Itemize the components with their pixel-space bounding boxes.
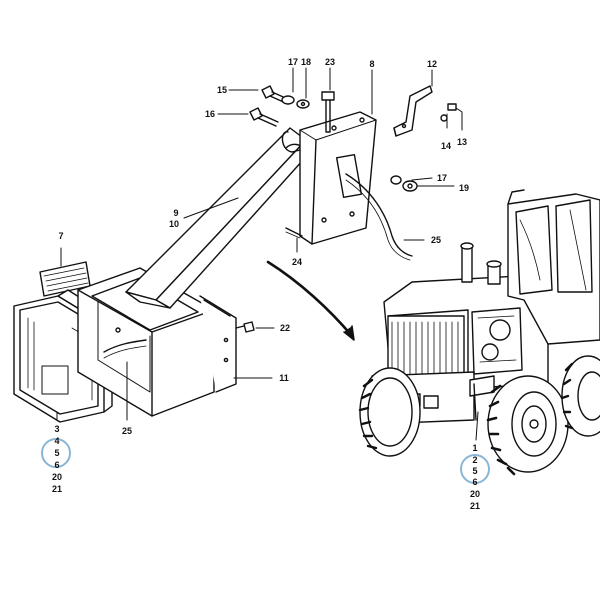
pin-part (321, 91, 335, 133)
highlight-ring-right (460, 454, 490, 484)
callout-12: 12 (426, 59, 438, 69)
lamp-mounting-box (77, 267, 237, 417)
callout-4: 4 (54, 436, 60, 446)
wheel-right (486, 375, 569, 476)
wheel-rear (560, 355, 600, 437)
callout-18: 18 (300, 57, 312, 67)
callout-19: 19 (458, 183, 470, 193)
callout-21: 21 (51, 484, 63, 494)
cotter-pin (285, 227, 303, 237)
lamp-wire (103, 339, 147, 353)
callout-11: 11 (279, 373, 289, 383)
callout-1: 1 (472, 443, 478, 453)
callout-13: 13 (456, 137, 468, 147)
callout-6b: 6 (472, 477, 478, 487)
screw-part (235, 321, 255, 333)
callout-10: 10 (168, 219, 180, 229)
small-bracket-part (393, 85, 433, 137)
callout-20: 20 (51, 472, 63, 482)
callout-2: 2 (472, 455, 478, 465)
wheel-left (358, 367, 421, 457)
bolt-part (249, 85, 310, 127)
callout-15: 15 (216, 85, 228, 95)
callout-25-top: 25 (430, 235, 442, 245)
callout-17: 17 (287, 57, 299, 67)
callout-17b: 17 (436, 173, 448, 183)
location-arrow (266, 260, 354, 338)
leader-lines (56, 67, 479, 441)
callout-20b: 20 (469, 489, 481, 499)
callout-6: 6 (54, 460, 60, 470)
callout-5: 5 (54, 448, 60, 458)
grader-vehicle (358, 189, 600, 476)
callout-3: 3 (54, 424, 60, 434)
callout-22: 22 (279, 323, 291, 333)
washer-part (390, 175, 418, 192)
highlight-ring-left (41, 438, 71, 468)
callout-24: 24 (291, 257, 303, 267)
callout-7: 7 (58, 231, 64, 241)
callout-8: 8 (369, 59, 375, 69)
callout-14: 14 (440, 141, 452, 151)
callout-16: 16 (204, 109, 216, 119)
callout-23: 23 (324, 57, 336, 67)
callout-25-bottom: 25 (121, 426, 133, 436)
callout-9: 9 (173, 208, 179, 218)
callout-5b: 5 (472, 466, 478, 476)
cable-part (345, 173, 413, 257)
bracket-plate (281, 111, 377, 245)
mounting-arm (125, 127, 313, 309)
nut-part (440, 103, 457, 122)
callout-21b: 21 (469, 501, 481, 511)
